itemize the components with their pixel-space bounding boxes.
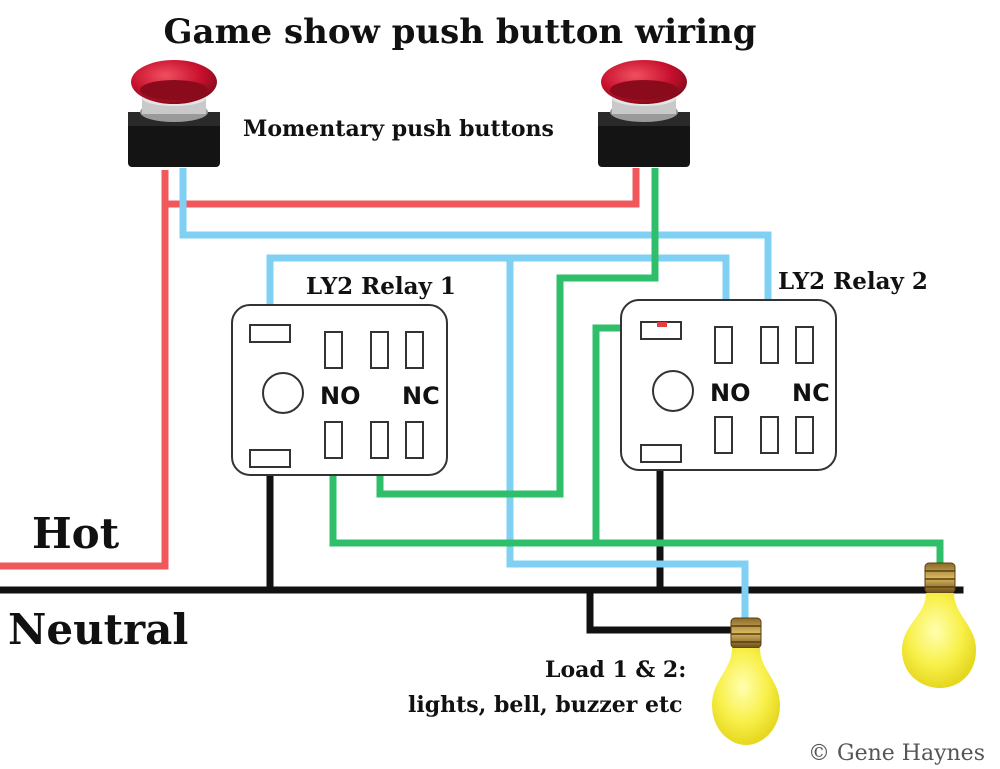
load-label-line-1: Load 1 & 2:	[545, 657, 686, 683]
blue-wires	[179, 168, 772, 620]
relay-1-coil-terminal-top	[249, 324, 291, 343]
hot-main-wire	[0, 170, 169, 570]
diagram-title: Game show push button wiring	[164, 12, 757, 52]
relay-2-label: LY2 Relay 2	[778, 268, 928, 295]
relay-2-mount-hole	[652, 370, 694, 412]
light-bulb-2	[902, 562, 976, 688]
relay-2: NO NC	[620, 299, 837, 471]
hot-wires	[0, 168, 640, 570]
relay-1-no-terminal	[324, 421, 343, 459]
copyright-text: © Gene Haynes	[808, 741, 985, 766]
push-button-2	[598, 60, 690, 167]
relay-2-nc-label: NC	[792, 379, 830, 407]
hot-bridge-wire	[165, 168, 640, 208]
relay-1: NO NC	[231, 304, 448, 476]
push-buttons-label: Momentary push buttons	[243, 116, 554, 142]
relay-1-no-label: NO	[320, 382, 361, 410]
neutral-load1-wire	[586, 586, 749, 634]
neutral-wires	[0, 456, 964, 634]
relay-2-coil-terminal-bottom	[640, 444, 682, 463]
push-button-1	[128, 60, 220, 167]
blue-load1-wire	[506, 258, 749, 620]
blue-relay-coil-wire	[266, 254, 730, 325]
green-button2-wire	[376, 168, 659, 498]
relay-2-no-label: NO	[710, 379, 751, 407]
relay-1-mount-hole	[262, 372, 304, 414]
relay-1-common-terminal	[370, 421, 389, 459]
relay-1-label: LY2 Relay 1	[306, 273, 456, 300]
load-label-line-2: lights, bell, buzzer etc	[408, 692, 683, 718]
green-load2-wire	[329, 455, 944, 565]
light-bulb-1	[712, 617, 780, 745]
relay-1-nc-label: NC	[402, 382, 440, 410]
blue-button1-wire	[179, 168, 772, 325]
neutral-label: Neutral	[8, 605, 188, 654]
relay-1-coil-terminal-bottom	[249, 449, 291, 468]
hot-label: Hot	[32, 509, 120, 558]
